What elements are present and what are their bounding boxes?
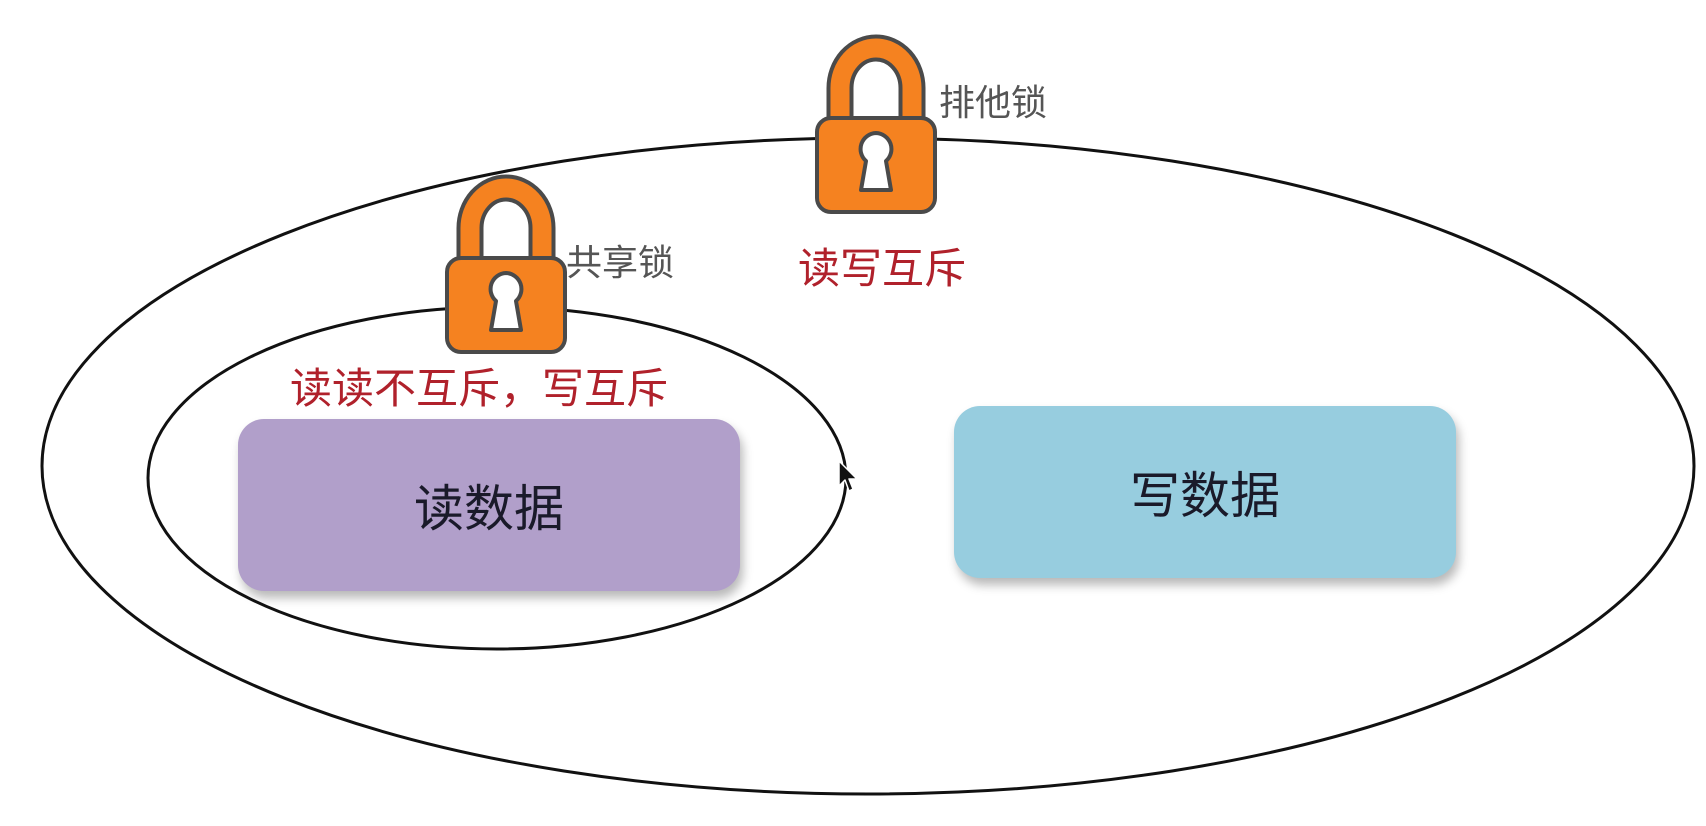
shared-lock-label: 共享锁	[566, 243, 675, 284]
read-data-label: 读数据	[414, 480, 564, 538]
write-data-label: 写数据	[1130, 467, 1280, 525]
exclusive-lock-rule: 读写互斥	[798, 244, 967, 293]
cursor-icon	[838, 460, 858, 492]
read-data-box: 读数据	[238, 419, 740, 591]
shared-lock-rule: 读读不互斥，写互斥	[290, 364, 669, 413]
write-data-box: 写数据	[954, 406, 1456, 578]
shared-padlock-icon	[447, 188, 565, 352]
exclusive-lock-label: 排他锁	[939, 83, 1048, 124]
exclusive-padlock-icon	[817, 48, 935, 212]
